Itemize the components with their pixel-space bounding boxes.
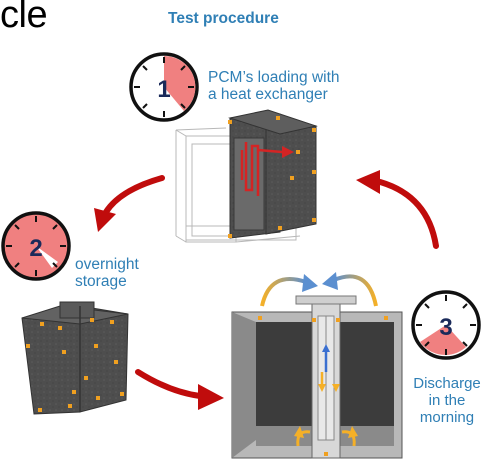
clock-1-number: 1 (157, 76, 170, 103)
cycle-arrow-1-to-2 (94, 175, 165, 232)
cabinet-storage-illustration (21, 301, 129, 415)
clock-3-number: 3 (439, 314, 452, 341)
step-3-caption-line: morning (419, 408, 475, 426)
step-3-caption-line: Discharge (413, 375, 481, 392)
step-2-caption-line: storage (75, 273, 127, 291)
clock-1-icon: 1 (129, 52, 199, 122)
step-2-caption: overnight storage (75, 256, 139, 291)
title-fragment: cle (0, 0, 48, 36)
cabinet-loading-illustration (175, 109, 318, 243)
step-3-caption: Discharge in the morning (407, 375, 485, 426)
step-1-caption-line: a heat exchanger (208, 86, 328, 104)
step-1-caption-line: PCM’s loading with (208, 69, 340, 86)
clock-3-icon: 3 (411, 290, 481, 360)
step-3-caption-line: in the (428, 391, 466, 409)
clock-2-number: 2 (29, 235, 42, 262)
step-2-caption-line: overnight (75, 256, 139, 273)
cycle-arrow-3-to-1 (356, 170, 439, 249)
cycle-arrow-2-to-3 (135, 369, 224, 410)
step-1-caption: PCM’s loading with a heat exchanger (208, 69, 340, 104)
diagram-heading: Test procedure (168, 10, 279, 27)
clock-2-icon: 2 (1, 211, 71, 281)
cabinet-discharge-illustration (231, 272, 403, 459)
